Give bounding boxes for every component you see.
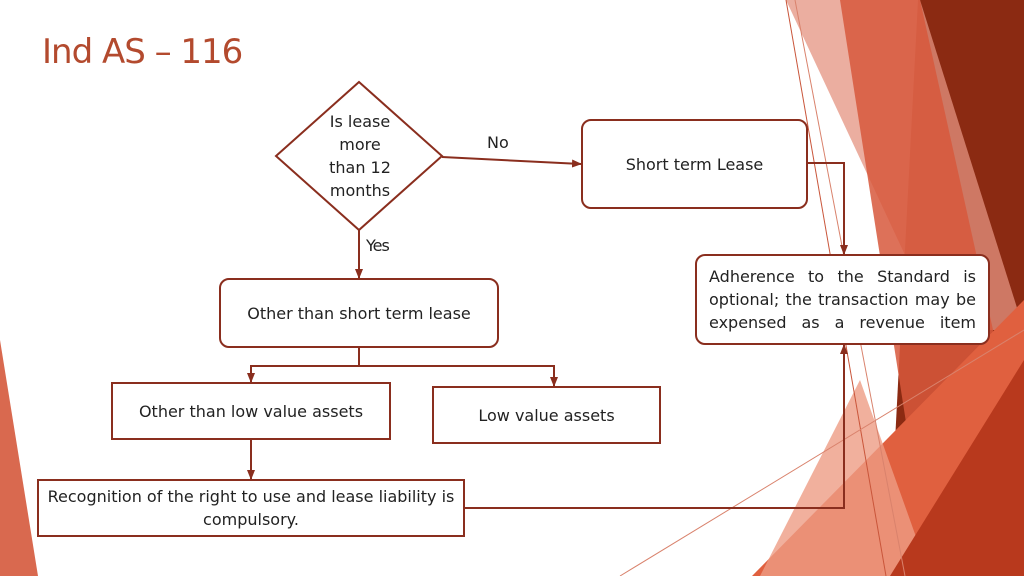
connector-split-from-other-than-short-term [247,347,360,383]
label-yes: Yes [366,236,390,255]
decision-line: months [329,181,391,200]
decision-line: than 12 [329,158,391,177]
decor-left-triangle [0,340,38,576]
node-recognition-compulsory: Recognition of the right to use and leas… [37,479,465,537]
node-other-than-low-value-assets: Other than low value assets [111,382,391,440]
decision-line: Is lease [329,112,391,131]
arrow-recognition-to-optional [465,344,848,509]
decor-thin-line-3 [619,329,1024,576]
node-short-term-lease: Short term Lease [581,119,808,209]
label-no: No [487,133,509,152]
decision-text: Is lease more than 12 months [312,110,408,202]
decor-lower-dark-wedge [890,360,1024,576]
decision-line: more [339,135,381,154]
connector-split-to-low-value [359,365,558,387]
node-optional-adherence: Adherence to the Standard is optional; t… [695,254,990,345]
arrow-decision-to-short-term [441,156,582,168]
node-low-value-assets: Low value assets [432,386,661,444]
arrow-short-term-to-optional [807,162,848,255]
node-other-than-short-term-lease: Other than short term lease [219,278,499,348]
slide-title: Ind AS – 116 [42,32,243,72]
